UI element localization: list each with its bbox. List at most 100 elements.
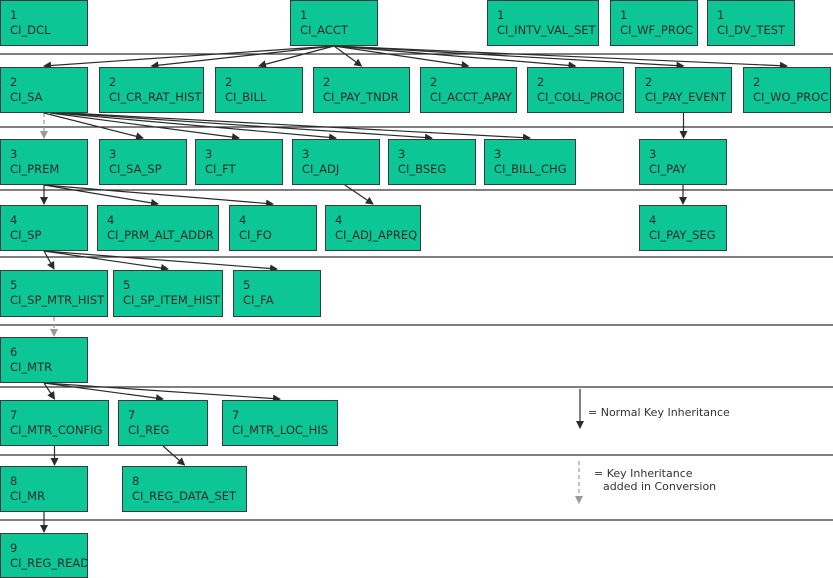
- table-level: 9: [10, 541, 18, 555]
- table-level: 1: [497, 8, 505, 22]
- arrow-sp-to-fa: [43, 250, 278, 273]
- table-level: 4: [239, 213, 247, 227]
- table-name: CI_ACCT: [300, 23, 348, 37]
- table-name: CI_PREM: [10, 162, 60, 176]
- table-level: 2: [430, 75, 438, 89]
- table-level: 3: [205, 147, 213, 161]
- table-level: 3: [398, 147, 406, 161]
- table-level: 1: [717, 8, 725, 22]
- legend-conversion: = Key Inheritance added in Conversion: [594, 467, 716, 493]
- arrow-acct-to-crrat: [150, 45, 335, 70]
- table-name: CI_ADJ: [302, 162, 340, 176]
- arrow-acct-to-paytndr: [333, 45, 363, 67]
- arrow-acct-to-collproc: [333, 45, 577, 70]
- arrow-sa-to-ft: [49, 112, 240, 142]
- table-level: 3: [649, 147, 657, 161]
- arrow-acct-to-payevent: [333, 45, 685, 70]
- table-level: 5: [10, 278, 18, 292]
- table-level: 5: [123, 278, 131, 292]
- table-name: CI_SA_SP: [109, 162, 162, 176]
- arrow-acct-to-woproc: [333, 45, 788, 70]
- arrow-mtr-to-mtrcfg: [43, 382, 56, 400]
- table-level: 1: [620, 8, 628, 22]
- table-level: 3: [10, 147, 18, 161]
- arrow-sa-to-adj: [55, 112, 337, 142]
- table-name: CI_BILL_CHG: [494, 162, 567, 176]
- table-name: CI_ACCT_APAY: [430, 90, 512, 104]
- table-name: CI_SA: [10, 90, 43, 104]
- table-level: 7: [10, 408, 18, 422]
- table-level: 5: [243, 278, 251, 292]
- arrow-mtr-to-mtrloc: [43, 382, 281, 403]
- table-name: CI_PAY: [649, 162, 687, 176]
- table-level: 2: [109, 75, 117, 89]
- table-name: CI_MTR_LOC_HIS: [232, 423, 329, 437]
- table-name: CI_PRM_ALT_ADDR: [107, 228, 214, 242]
- legend-normal: = Normal Key Inheritance: [588, 406, 730, 419]
- table-name: CI_PAY_EVENT: [645, 90, 727, 104]
- arrow-sp-to-spmtr: [43, 250, 55, 270]
- arrow-sa-to-bseg: [61, 112, 433, 142]
- table-name: CI_BSEG: [398, 162, 447, 176]
- table-level: 2: [323, 75, 331, 89]
- table-level: 2: [225, 75, 233, 89]
- table-level: 6: [10, 345, 18, 359]
- table-level: 7: [232, 408, 240, 422]
- table-name: CI_PAY_SEG: [649, 228, 716, 242]
- table-name: CI_MTR_CONFIG: [10, 423, 103, 437]
- table-level: 2: [645, 75, 653, 89]
- legend-conversion-line1: = Key Inheritance: [594, 467, 693, 480]
- table-name: CI_CR_RAT_HIST: [109, 90, 202, 104]
- table-level: 3: [494, 147, 502, 161]
- arrow-prem-to-fo: [43, 184, 274, 208]
- table-level: 1: [300, 8, 308, 22]
- arrow-acct-to-bill: [258, 45, 335, 69]
- table-name: CI_MR: [10, 489, 46, 503]
- arrow-reg-to-regdata: [162, 445, 186, 466]
- table-level: 3: [302, 147, 310, 161]
- arrow-mtr-to-reg: [43, 382, 164, 403]
- table-name: CI_MTR: [10, 360, 53, 374]
- table-name: CI_FO: [239, 228, 272, 242]
- table-name: CI_DCL: [10, 23, 51, 37]
- arrow-adj-to-adjapreq: [344, 184, 374, 205]
- table-level: 4: [10, 213, 18, 227]
- table-level: 2: [753, 75, 761, 89]
- table-level: 4: [335, 213, 343, 227]
- table-name: CI_BILL: [225, 90, 267, 104]
- table-level: 8: [10, 474, 18, 488]
- legend-conversion-line2: added in Conversion: [603, 480, 717, 493]
- table-name: CI_FA: [243, 293, 274, 307]
- table-name: CI_REG_DATA_SET: [132, 489, 237, 503]
- table-name: CI_REG: [128, 423, 170, 437]
- table-name: CI_COLL_PROC: [537, 90, 622, 104]
- table-level: 8: [132, 474, 140, 488]
- arrow-sa-to-billchg: [67, 112, 531, 142]
- table-name: CI_DV_TEST: [717, 23, 786, 37]
- table-name: CI_FT: [205, 162, 236, 176]
- table-name: CI_SP_MTR_HIST: [10, 293, 105, 307]
